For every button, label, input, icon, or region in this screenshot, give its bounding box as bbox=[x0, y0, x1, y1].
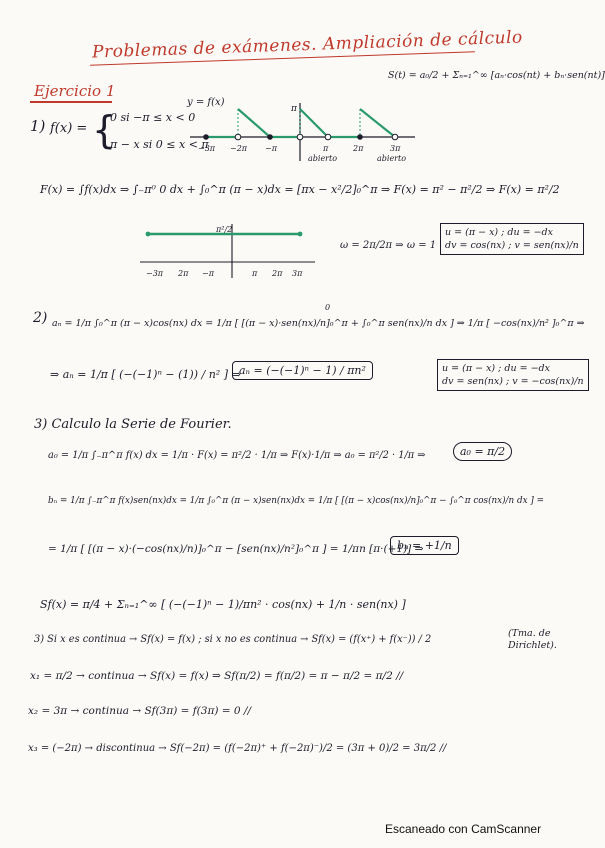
subst-line: u = (π − x) ; du = −dx bbox=[445, 227, 553, 238]
segment-ramp-3 bbox=[359, 108, 396, 138]
a0-result: a₀ = π/2 bbox=[453, 442, 513, 461]
dirichlet-statement: 3) Si x es continua → Sf(x) = f(x) ; si … bbox=[34, 634, 432, 645]
part3-heading: 3) Calculo la Serie de Fourier. bbox=[34, 417, 232, 432]
dirichlet-theorem: (Tma. de Dirichlet). bbox=[508, 628, 557, 651]
brace: { bbox=[92, 108, 117, 152]
tick-label: −π bbox=[202, 269, 215, 278]
bn-result: bₙ = +1/n bbox=[390, 536, 459, 555]
tick-label: 2π bbox=[352, 144, 364, 153]
tick-label: π bbox=[322, 144, 329, 153]
exercise-underline bbox=[30, 101, 112, 103]
substitution-box-1: u = (π − x) ; du = −dx dv = cos(nx) ; v … bbox=[440, 223, 584, 255]
tick-label: 2π bbox=[177, 269, 189, 278]
an-line-2: ⇒ aₙ = 1/π [ (−(−1)ⁿ − (1)) / n² ] ⇒ bbox=[50, 368, 241, 381]
tick-label: −π bbox=[265, 144, 278, 153]
open-point bbox=[234, 133, 242, 141]
subst-line: dv = sen(nx) ; v = −cos(nx)/n bbox=[442, 376, 584, 387]
tick-label: 3π bbox=[390, 144, 401, 153]
abierto-label: abierto bbox=[308, 154, 337, 163]
x1-evaluation: x₁ = π/2 → continua → Sf(x) = f(x) ⇒ Sf(… bbox=[30, 670, 404, 682]
tick-label: 3π bbox=[292, 269, 303, 278]
zero-mark: 0 bbox=[325, 303, 331, 312]
part1-label: 1) bbox=[30, 117, 46, 135]
tick-label: 2π bbox=[271, 269, 283, 278]
omega-line: ω = 2π/2π ⇒ ω = 1 bbox=[340, 240, 437, 251]
tick-label: π bbox=[251, 269, 258, 278]
x3-evaluation: x₃ = (−2π) → discontinua → Sf(−2π) = (f(… bbox=[28, 743, 447, 754]
series-formula: S(t) = a₀/2 + Σₙ₌₁^∞ [aₙ·cos(nt) + bₙ·se… bbox=[388, 70, 605, 81]
an-line-1: aₙ = 1/π ∫₀^π (π − x)cos(nx) dx = 1/π [ … bbox=[52, 318, 585, 329]
a0-line: a₀ = 1/π ∫₋π^π f(x) dx = 1/π · F(x) = π²… bbox=[48, 450, 426, 461]
bn-line-2: = 1/π [ [(π − x)·(−cos(nx)/n)]₀^π − [sen… bbox=[48, 543, 424, 555]
scanner-watermark: Escaneado con CamScanner bbox=[385, 822, 542, 836]
point bbox=[357, 134, 363, 140]
graph-F: π²/2 −3π 2π −π π 2π 3π bbox=[140, 224, 315, 278]
bn-line-1: bₙ = 1/π ∫₋π^π f(x)sen(nx)dx = 1/π ∫₀^π … bbox=[48, 496, 544, 506]
segment-ramp-1 bbox=[237, 108, 271, 138]
point bbox=[267, 134, 273, 140]
point bbox=[203, 134, 209, 140]
open-point bbox=[324, 133, 332, 141]
subst-line: u = (π − x) ; du = −dx bbox=[442, 363, 550, 374]
f-def-lhs: f(x) = bbox=[50, 121, 88, 136]
segment-ramp-2 bbox=[299, 108, 329, 138]
endpoint bbox=[145, 231, 151, 237]
tick-label: −2π bbox=[230, 144, 248, 153]
open-point bbox=[296, 133, 304, 141]
fourier-series-line: Sf(x) = π/4 + Σₙ₌₁^∞ [ (−(−1)ⁿ − 1)/πn² … bbox=[40, 598, 406, 611]
tick-label: −3π bbox=[146, 269, 164, 278]
F-integral-line: F(x) = ∫f(x)dx ⇒ ∫₋π⁰ 0 dx + ∫₀^π (π − x… bbox=[40, 183, 560, 196]
x2-evaluation: x₂ = 3π → continua → Sf(3π) = f(3π) = 0 … bbox=[28, 705, 252, 717]
endpoint bbox=[297, 231, 303, 237]
f-piece-1: 0 si −π ≤ x < 0 bbox=[110, 111, 196, 124]
abierto-label: abierto bbox=[377, 154, 406, 163]
f-piece-2: π − x si 0 ≤ x < π bbox=[110, 138, 209, 151]
part2-label: 2) bbox=[33, 310, 48, 326]
substitution-box-2: u = (π − x) ; du = −dx dv = sen(nx) ; v … bbox=[437, 359, 589, 391]
subst-line: dv = cos(nx) ; v = sen(nx)/n bbox=[445, 240, 579, 251]
an-result: aₙ = (−(−1)ⁿ − 1) / πn² bbox=[232, 361, 373, 380]
graph-label: y = f(x) bbox=[186, 97, 225, 108]
open-point bbox=[391, 133, 399, 141]
tick-label: −3π bbox=[198, 144, 216, 153]
graph-f: y = f(x) π −3π −2π −π π 2π 3π abierto ab… bbox=[186, 97, 415, 163]
exercise-heading: Ejercicio 1 bbox=[34, 82, 116, 100]
pi-label: π bbox=[290, 104, 298, 114]
value-label: π²/2 bbox=[215, 225, 232, 234]
